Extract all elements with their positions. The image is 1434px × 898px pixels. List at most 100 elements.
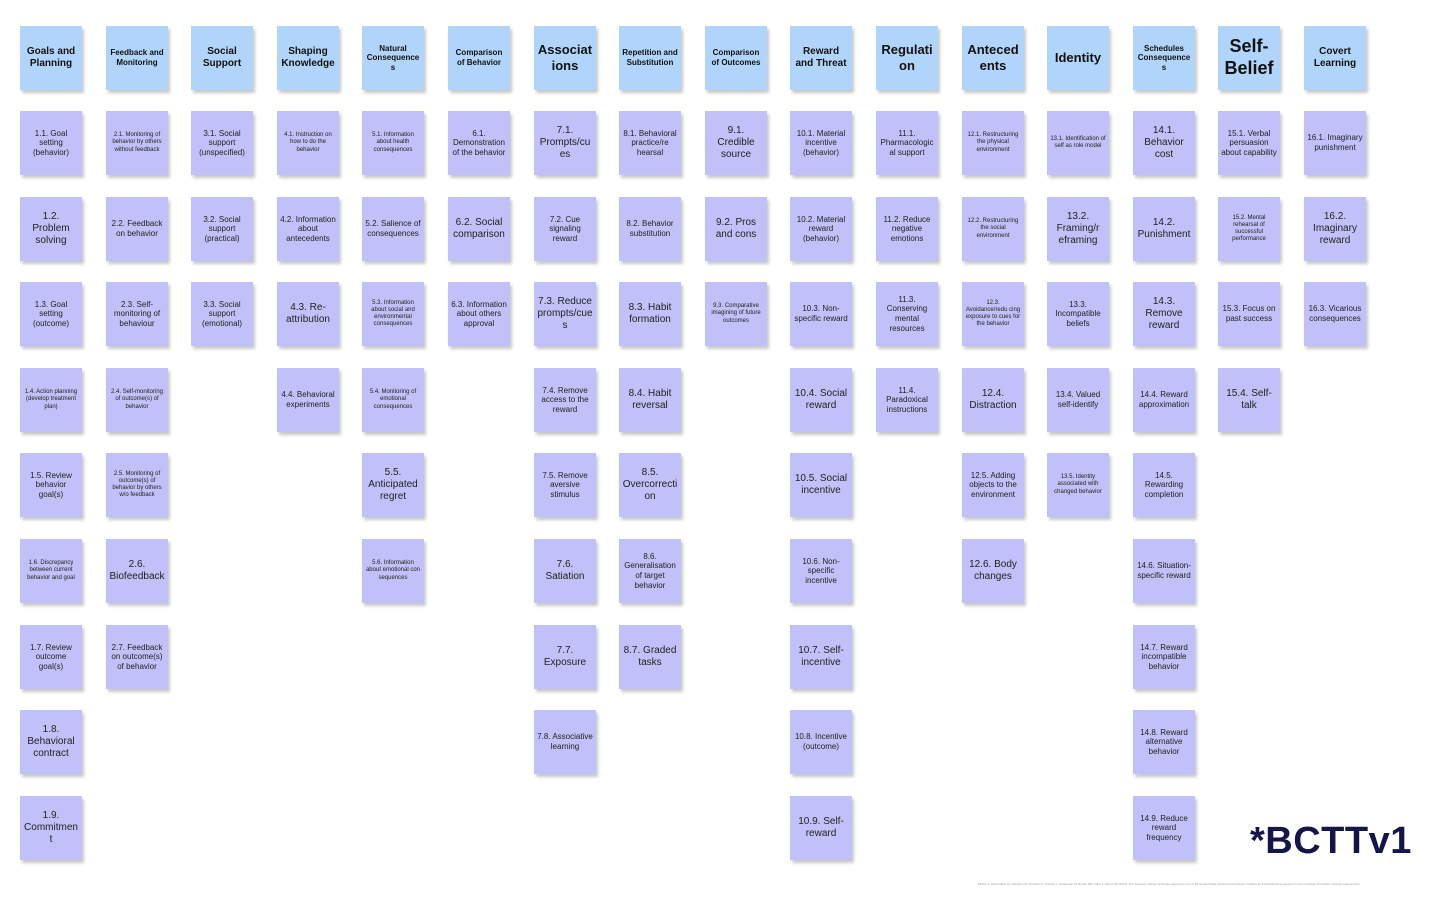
technique-note[interactable]: 10.1. Material incentive (behavior) <box>790 111 852 175</box>
category-header-note[interactable]: Schedules Consequences <box>1133 26 1195 90</box>
technique-note[interactable]: 2.2. Feedback on behavior <box>106 197 168 261</box>
technique-note[interactable]: 1.4. Action planning (develop treatment … <box>20 368 82 432</box>
technique-note[interactable]: 8.7. Graded tasks <box>619 625 681 689</box>
technique-note[interactable]: 13.4. Valued self-identify <box>1047 368 1109 432</box>
technique-note[interactable]: 9.1. Credible source <box>705 111 767 175</box>
technique-note[interactable]: 10.5. Social incentive <box>790 453 852 517</box>
technique-note[interactable]: 12.4. Distraction <box>962 368 1024 432</box>
technique-note[interactable]: 2.3. Self-monitoring of behaviour <box>106 282 168 346</box>
technique-note[interactable]: 1.8. Behavioral contract <box>20 710 82 774</box>
technique-note[interactable]: 2.5. Monitoring of outcome(s) of behavio… <box>106 453 168 517</box>
technique-note[interactable]: 4.1. Instruction on how to do the behavi… <box>277 111 339 175</box>
category-header-note[interactable]: Reward and Threat <box>790 26 852 90</box>
technique-note[interactable]: 7.1. Prompts/cues <box>534 111 596 175</box>
category-header-note[interactable]: Natural Consequences <box>362 26 424 90</box>
technique-note[interactable]: 7.2. Cue signaling reward <box>534 197 596 261</box>
technique-note[interactable]: 10.4. Social reward <box>790 368 852 432</box>
technique-note[interactable]: 16.3. Vicarious consequences <box>1304 282 1366 346</box>
technique-note[interactable]: 6.2. Social comparison <box>448 197 510 261</box>
technique-note[interactable]: 12.1. Restructuring the physical environ… <box>962 111 1024 175</box>
technique-note[interactable]: 1.5. Review behavior goal(s) <box>20 453 82 517</box>
technique-note[interactable]: 14.6. Situation-specific reward <box>1133 539 1195 603</box>
technique-note[interactable]: 7.7. Exposure <box>534 625 596 689</box>
category-header-note[interactable]: Goals and Planning <box>20 26 82 90</box>
category-header-note[interactable]: Covert Learning <box>1304 26 1366 90</box>
technique-note[interactable]: 11.3. Conserving mental resources <box>876 282 938 346</box>
technique-note[interactable]: 15.3. Focus on past success <box>1218 282 1280 346</box>
technique-note[interactable]: 14.2. Punishment <box>1133 197 1195 261</box>
technique-note[interactable]: 8.1. Behavioral practice/re hearsal <box>619 111 681 175</box>
technique-note[interactable]: 11.2. Reduce negative emotions <box>876 197 938 261</box>
technique-note[interactable]: 8.4. Habit reversal <box>619 368 681 432</box>
category-header-note[interactable]: Antecedents <box>962 26 1024 90</box>
technique-note[interactable]: 14.1. Behavior cost <box>1133 111 1195 175</box>
technique-note[interactable]: 12.3. Avoidance/redu cing exposure to cu… <box>962 282 1024 346</box>
category-header-note[interactable]: Associations <box>534 26 596 90</box>
technique-note[interactable]: 7.3. Reduce prompts/cues <box>534 282 596 346</box>
technique-note[interactable]: 4.2. Information about antecedents <box>277 197 339 261</box>
category-header-note[interactable]: Identity <box>1047 26 1109 90</box>
technique-note[interactable]: 6.3. Information about others approval <box>448 282 510 346</box>
technique-note[interactable]: 1.6. Discrepancy between current behavio… <box>20 539 82 603</box>
technique-note[interactable]: 4.4. Behavioral experiments <box>277 368 339 432</box>
technique-note[interactable]: 16.1. Imaginary punishment <box>1304 111 1366 175</box>
technique-note[interactable]: 5.6. Information about emotional con seq… <box>362 539 424 603</box>
technique-note[interactable]: 1.2. Problem solving <box>20 197 82 261</box>
technique-note[interactable]: 10.2. Material reward (behavior) <box>790 197 852 261</box>
technique-note[interactable]: 9.3. Comparative imagining of future out… <box>705 282 767 346</box>
category-header-note[interactable]: Repetition and Substitution <box>619 26 681 90</box>
category-header-note[interactable]: Comparison of Outcomes <box>705 26 767 90</box>
technique-note[interactable]: 4.3. Re-attribution <box>277 282 339 346</box>
technique-note[interactable]: 8.2. Behavior substitution <box>619 197 681 261</box>
technique-note[interactable]: 14.7. Reward incompatible behavior <box>1133 625 1195 689</box>
technique-note[interactable]: 14.9. Reduce reward frequency <box>1133 796 1195 860</box>
technique-note[interactable]: 10.8. Incentive (outcome) <box>790 710 852 774</box>
technique-note[interactable]: 6.1. Demonstration of the behavior <box>448 111 510 175</box>
category-header-note[interactable]: Social Support <box>191 26 253 90</box>
technique-note[interactable]: 15.1. Verbal persuasion about capability <box>1218 111 1280 175</box>
technique-note[interactable]: 5.3. Information about social and enviro… <box>362 282 424 346</box>
category-header-note[interactable]: Regulation <box>876 26 938 90</box>
technique-note[interactable]: 13.5. Identity associated with changed b… <box>1047 453 1109 517</box>
category-header-note[interactable]: Feedback and Monitoring <box>106 26 168 90</box>
technique-note[interactable]: 14.8. Reward alternative behavior <box>1133 710 1195 774</box>
technique-note[interactable]: 12.5. Adding objects to the environment <box>962 453 1024 517</box>
technique-note[interactable]: 3.3. Social support (emotional) <box>191 282 253 346</box>
category-header-note[interactable]: Self-Belief <box>1218 26 1280 90</box>
technique-note[interactable]: 5.4. Monitoring of emotional consequence… <box>362 368 424 432</box>
technique-note[interactable]: 16.2. Imaginary reward <box>1304 197 1366 261</box>
technique-note[interactable]: 1.9. Commitment <box>20 796 82 860</box>
technique-note[interactable]: 2.7. Feedback on outcome(s) of behavior <box>106 625 168 689</box>
technique-note[interactable]: 10.3. Non-specific reward <box>790 282 852 346</box>
technique-note[interactable]: 14.3. Remove reward <box>1133 282 1195 346</box>
technique-note[interactable]: 2.6. Biofeedback <box>106 539 168 603</box>
technique-note[interactable]: 15.2. Mental rehearsal of successful per… <box>1218 197 1280 261</box>
technique-note[interactable]: 14.5. Rewarding completion <box>1133 453 1195 517</box>
technique-note[interactable]: 7.5. Remove aversive stimulus <box>534 453 596 517</box>
technique-note[interactable]: 2.1. Monitoring of behavior by others wi… <box>106 111 168 175</box>
technique-note[interactable]: 10.9. Self-reward <box>790 796 852 860</box>
technique-note[interactable]: 2.4. Self-monitoring of outcome(s) of be… <box>106 368 168 432</box>
category-header-note[interactable]: Shaping Knowledge <box>277 26 339 90</box>
technique-note[interactable]: 8.6. Generalisation of target behavior <box>619 539 681 603</box>
technique-note[interactable]: 13.3. Incompatible beliefs <box>1047 282 1109 346</box>
technique-note[interactable]: 13.2. Framing/r eframing <box>1047 197 1109 261</box>
technique-note[interactable]: 8.3. Habit formation <box>619 282 681 346</box>
technique-note[interactable]: 12.6. Body changes <box>962 539 1024 603</box>
category-header-note[interactable]: Comparison of Behavior <box>448 26 510 90</box>
technique-note[interactable]: 1.7. Review outcome goal(s) <box>20 625 82 689</box>
technique-note[interactable]: 5.1. Information about health consequenc… <box>362 111 424 175</box>
technique-note[interactable]: 10.6. Non-specific incentive <box>790 539 852 603</box>
technique-note[interactable]: 7.8. Associative learning <box>534 710 596 774</box>
technique-note[interactable]: 5.2. Salience of consequences <box>362 197 424 261</box>
technique-note[interactable]: 14.4. Reward approximation <box>1133 368 1195 432</box>
technique-note[interactable]: 5.5. Anticipated regret <box>362 453 424 517</box>
technique-note[interactable]: 3.2. Social support (practical) <box>191 197 253 261</box>
technique-note[interactable]: 3.1. Social support (unspecified) <box>191 111 253 175</box>
technique-note[interactable]: 9.2. Pros and cons <box>705 197 767 261</box>
technique-note[interactable]: 7.6. Satiation <box>534 539 596 603</box>
technique-note[interactable]: 15.4. Self-talk <box>1218 368 1280 432</box>
technique-note[interactable]: 13.1. Identification of self as role mod… <box>1047 111 1109 175</box>
technique-note[interactable]: 1.3. Goal setting (outcome) <box>20 282 82 346</box>
technique-note[interactable]: 8.5. Overcorrection <box>619 453 681 517</box>
